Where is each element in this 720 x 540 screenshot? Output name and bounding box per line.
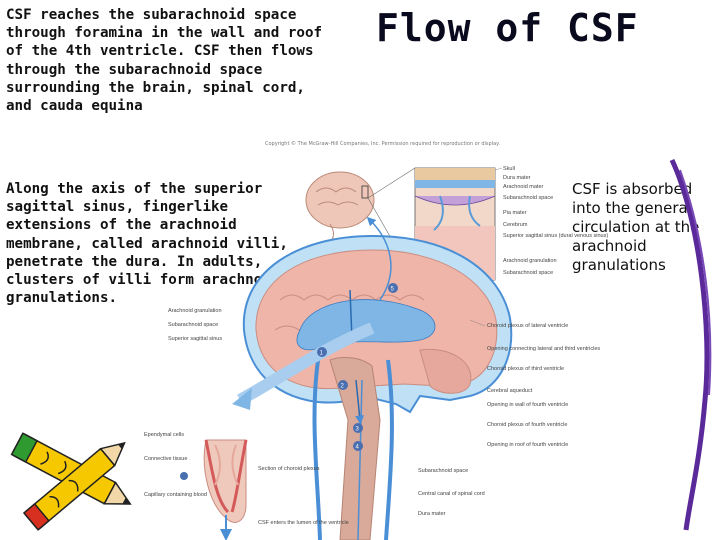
label-csf-enters-lumen: CSF enters the lumen of the ventricle	[258, 520, 349, 526]
label-dura-mater: Dura mater	[503, 175, 531, 181]
label-skull: Skull	[503, 166, 515, 172]
label-section-choroid-plexus: Section of choroid plexus	[258, 466, 320, 472]
label-dura-mater-lower: Dura mater	[418, 511, 446, 517]
step-3: 3	[356, 427, 360, 433]
label-choroid-plexus-third: Choroid plexus of third ventricle	[487, 366, 564, 372]
label-ependymal-cells: Ependymal cells	[144, 432, 184, 438]
label-superior-sagittal-sinus: Superior sagittal sinus	[168, 336, 222, 342]
step-1: 1	[320, 351, 324, 357]
label-central-canal: Central canal of spinal cord	[418, 491, 485, 497]
label-superior-sagittal-sinus-inset: Superior sagittal sinus (dural venous si…	[503, 233, 608, 239]
brain-thumbnail	[305, 171, 375, 245]
step-4: 4	[356, 445, 360, 451]
label-cerebrum: Cerebrum	[503, 222, 528, 228]
label-subarachnoid-space-inset-2: Subarachnoid space	[503, 270, 553, 276]
paragraph-right: CSF is absorbed into the general circula…	[572, 180, 700, 274]
label-opening-roof-fourth: Opening in roof of fourth ventricle	[487, 442, 568, 448]
label-cerebral-aqueduct: Cerebral aqueduct	[487, 388, 533, 394]
label-subarachnoid-space-inset: Subarachnoid space	[503, 195, 553, 201]
slide-title: Flow of CSF	[376, 6, 639, 50]
paragraph-top: CSF reaches the subarachnoid space throu…	[6, 7, 323, 115]
decorative-purple-stripe	[669, 158, 710, 531]
paragraph-middle: Along the axis of the superior sagittal …	[6, 181, 288, 307]
label-arachnoid-granulation: Arachnoid granulation	[168, 308, 222, 314]
lower-left-labels: Ependymal cells Connective tissue Capill…	[144, 432, 349, 526]
label-capillary: Capillary containing blood	[144, 492, 207, 498]
label-subarachnoid-space: Subarachnoid space	[168, 322, 218, 328]
copyright-notice: Copyright © The McGraw-Hill Companies, I…	[265, 141, 500, 147]
right-labels: Choroid plexus of lateral ventricle Open…	[418, 319, 600, 517]
label-opening-wall-fourth: Opening in wall of fourth ventricle	[487, 402, 568, 408]
inset-labels: Skull Dura mater Arachnoid mater Subarac…	[494, 166, 608, 276]
label-subarachnoid-space-lower: Subarachnoid space	[418, 468, 468, 474]
step-badges: 1 2 3 4 5	[317, 283, 398, 451]
step-5: 5	[391, 287, 395, 293]
label-choroid-plexus-fourth: Choroid plexus of fourth ventricle	[487, 422, 567, 428]
step-2: 2	[341, 384, 345, 390]
left-labels: Arachnoid granulation Subarachnoid space…	[168, 308, 222, 342]
label-arachnoid-granulation-inset: Arachnoid granulation	[503, 258, 557, 264]
label-arachnoid-mater: Arachnoid mater	[503, 184, 544, 190]
label-pia-mater: Pia mater	[503, 210, 527, 216]
label-opening-lateral-third: Opening connecting lateral and third ven…	[487, 346, 600, 352]
label-choroid-plexus-lateral: Choroid plexus of lateral ventricle	[487, 323, 568, 329]
label-connective-tissue: Connective tissue	[144, 456, 187, 462]
choroid-plexus-inset	[180, 439, 248, 540]
csf-absorption-arrow	[237, 322, 375, 406]
pencils-clipart	[10, 432, 132, 531]
